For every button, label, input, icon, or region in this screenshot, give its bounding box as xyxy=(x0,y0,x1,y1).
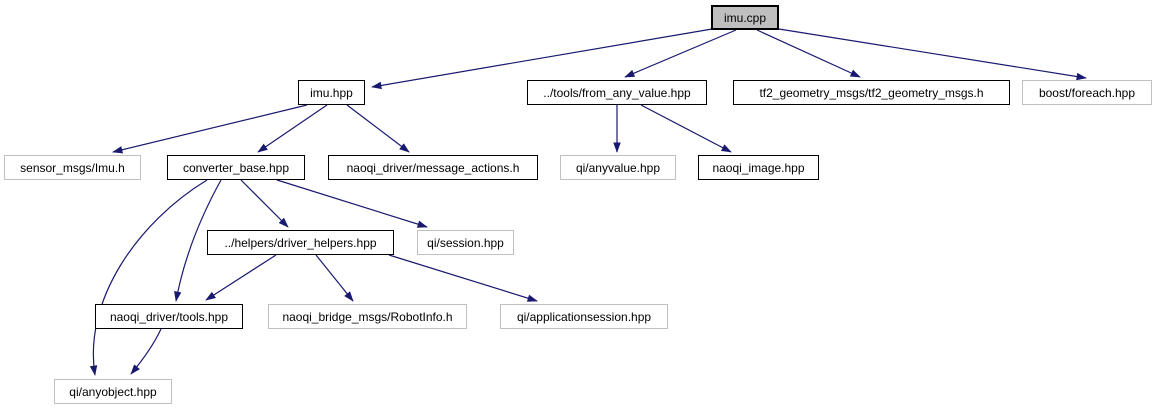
edge-imu-hpp-to-sensor-msgs-imu-h xyxy=(112,104,308,154)
node-converter-base-hpp[interactable]: converter_base.hpp xyxy=(167,155,305,180)
edge-imu-hpp-to-converter-base-hpp xyxy=(257,104,328,153)
node-boost-foreach-hpp: boost/foreach.hpp xyxy=(1022,80,1152,105)
edge-tools-hpp-to-qi-anyobject-hpp xyxy=(130,328,162,375)
edge-driver-helpers-hpp-to-robotinfo-h xyxy=(315,254,354,302)
node-driver-helpers-hpp[interactable]: ../helpers/driver_helpers.hpp xyxy=(207,230,394,255)
edge-imu-cpp-to-imu-hpp xyxy=(371,28,713,90)
node-from-any-value-hpp[interactable]: ../tools/from_any_value.hpp xyxy=(527,80,707,105)
node-naoqi-image-hpp[interactable]: naoqi_image.hpp xyxy=(698,155,819,180)
node-message-actions-h[interactable]: naoqi_driver/message_actions.h xyxy=(328,155,538,180)
edge-imu-cpp-to-tf2-geometry-msgs-h xyxy=(756,29,861,78)
edge-converter-base-hpp-to-qi-session-hpp xyxy=(276,179,428,228)
node-qi-anyobject-hpp: qi/anyobject.hpp xyxy=(54,379,172,404)
node-tf2-geometry-msgs-h[interactable]: tf2_geometry_msgs/tf2_geometry_msgs.h xyxy=(733,80,1010,105)
node-applicationsession: qi/applicationsession.hpp xyxy=(500,304,668,329)
node-imu-cpp: imu.cpp xyxy=(711,5,779,30)
node-imu-hpp[interactable]: imu.hpp xyxy=(298,80,365,105)
node-tools-hpp[interactable]: naoqi_driver/tools.hpp xyxy=(95,304,243,329)
edge-imu-cpp-to-boost-foreach-hpp xyxy=(778,28,1087,81)
edge-imu-hpp-to-message-actions-h xyxy=(346,104,410,153)
edge-converter-base-hpp-to-qi-anyobject-hpp xyxy=(89,179,208,376)
node-qi-anyvalue-hpp: qi/anyvalue.hpp xyxy=(560,155,676,180)
edge-driver-helpers-hpp-to-applicationsession xyxy=(388,254,538,302)
edge-imu-cpp-to-from-any-value-hpp xyxy=(624,29,737,78)
edge-from-any-value-hpp-to-naoqi-image-hpp xyxy=(640,104,732,153)
edge-converter-base-hpp-to-driver-helpers-hpp xyxy=(240,179,289,228)
edge-driver-helpers-hpp-to-tools-hpp xyxy=(205,254,277,301)
node-sensor-msgs-imu-h: sensor_msgs/Imu.h xyxy=(4,155,141,180)
node-qi-session-hpp: qi/session.hpp xyxy=(417,230,514,255)
node-robotinfo-h: naoqi_bridge_msgs/RobotInfo.h xyxy=(268,304,467,329)
